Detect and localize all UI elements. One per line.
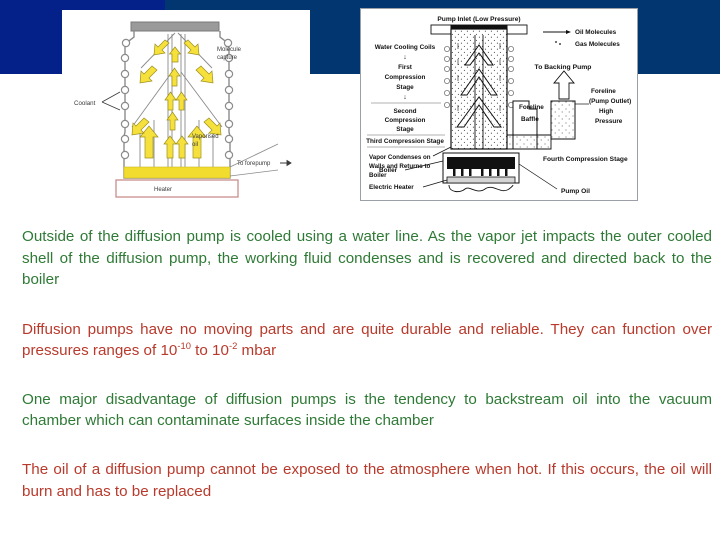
paragraph-spacer-2: [22, 362, 712, 389]
coolant-label: Coolant: [74, 100, 96, 107]
electric-heater-label: Electric Heater: [369, 184, 414, 191]
electric-heater-plate: [446, 176, 516, 184]
second-compression-stage-label-3: Stage: [396, 126, 414, 133]
foreline-outlet-label-4: Pressure: [595, 118, 623, 125]
second-compression-stage-label: Second: [393, 108, 416, 115]
paragraph-4: The oil of a diffusion pump cannot be ex…: [22, 461, 712, 500]
coolant-leader: [101, 91, 121, 111]
boiler-fins: [453, 169, 508, 176]
paragraph-2-text-middle: to 10: [190, 342, 229, 360]
paragraph-2-exponent-1: -10: [177, 340, 191, 352]
legend-gas-molecules-label: Gas Molecules: [575, 41, 620, 48]
first-compression-stage-label-2: Compression: [385, 74, 426, 81]
foreline-outlet-tube: [550, 100, 576, 140]
paragraph-2-text-before: Diffusion pumps have no moving parts and…: [22, 320, 712, 360]
legend-oil-molecules: Oil Molecules: [543, 29, 617, 36]
left-diffusion-pump-diagram: Coolant Heater: [62, 10, 310, 200]
paragraph-2: Diffusion pumps have no moving parts and…: [22, 319, 712, 362]
heater-box: [115, 179, 239, 198]
water-cooling-coils-label: Water Cooling Coils: [375, 44, 436, 51]
molecule-capture-label-2: capture: [217, 55, 238, 61]
vapor-arrows: [131, 39, 222, 159]
pump-inlet-label: Pump Inlet (Low Pressure): [437, 16, 520, 23]
boiler-leader: [404, 160, 444, 171]
paragraph-spacer-1: [22, 291, 712, 319]
arrow-down-2: ↓: [403, 94, 407, 101]
second-compression-stage-label-2: Compression: [385, 117, 426, 124]
boiler-label: Boiler: [379, 167, 398, 174]
legend-oil-molecules-label: Oil Molecules: [575, 29, 617, 36]
coolant-coil-left: [120, 38, 131, 160]
outlet-duct: [506, 134, 552, 150]
vaporised-oil-label-2: oil: [192, 142, 198, 148]
to-backing-pump-label: To Backing Pump: [535, 64, 592, 71]
vapor-condenses-label-3: Boiler: [369, 172, 387, 179]
backing-pump-arrow: [553, 70, 575, 100]
foreline-outlet-label: Foreline: [591, 88, 616, 95]
paragraph-2-text-after: mbar: [237, 342, 277, 360]
molecule-capture-label: Molecule: [217, 47, 242, 53]
foreline-baffle-label: Foreline: [519, 104, 544, 111]
vaporised-oil-label: Vaporised: [192, 134, 219, 140]
top-flange: [130, 21, 220, 32]
paragraph-2-exponent-2: -2: [228, 340, 238, 352]
foreline-baffle-label-2: Baffle: [521, 116, 539, 123]
to-forepump-label: To forepump: [237, 161, 271, 167]
vapor-condenses-leader: [432, 146, 452, 157]
forepump-arrow: [280, 159, 292, 167]
heater-coil-loop: [448, 184, 514, 193]
arrow-down-1: ↓: [403, 54, 407, 61]
first-compression-stage-label-3: Stage: [396, 84, 414, 91]
jet-center-column: [474, 35, 484, 149]
third-compression-stage-label: Third Compression Stage: [366, 138, 444, 145]
pump-oil-leader: [518, 163, 558, 190]
electric-heater-leader: [422, 179, 448, 188]
vapor-condenses-label-2: Walls and Returns to: [369, 163, 431, 170]
water-cooling-coils-glyph: [444, 46, 514, 109]
coolant-coil-right: [223, 38, 234, 160]
forepump-leader: [229, 143, 279, 177]
boiler-oil: [447, 157, 515, 169]
heater-label: Heater: [154, 187, 172, 193]
foreline-outlet-label-3: High: [599, 108, 613, 115]
pump-oil-label: Pump Oil: [561, 188, 590, 195]
paragraph-3: One major disadvantage of diffusion pump…: [22, 390, 712, 430]
paragraph-1: Outside of the diffusion pump is cooled …: [22, 228, 712, 289]
right-diffusion-pump-diagram: Pump Inlet (Low Pressure): [360, 8, 638, 201]
fourth-compression-stage-label: Fourth Compression Stage: [543, 156, 628, 163]
slide-body-text: Outside of the diffusion pump is cooled …: [22, 226, 712, 502]
oil-bed: [123, 166, 231, 179]
paragraph-spacer-3: [22, 432, 712, 459]
foreline-outlet-label-2: (Pump Outlet): [589, 98, 631, 105]
vapor-condenses-label: Vapor Condenses on: [369, 154, 431, 161]
legend-gas-molecules: Gas Molecules: [555, 41, 620, 48]
first-compression-stage-label: First: [398, 64, 413, 71]
oil-flow-ticks: [457, 43, 501, 111]
jet-stack: [456, 44, 502, 128]
